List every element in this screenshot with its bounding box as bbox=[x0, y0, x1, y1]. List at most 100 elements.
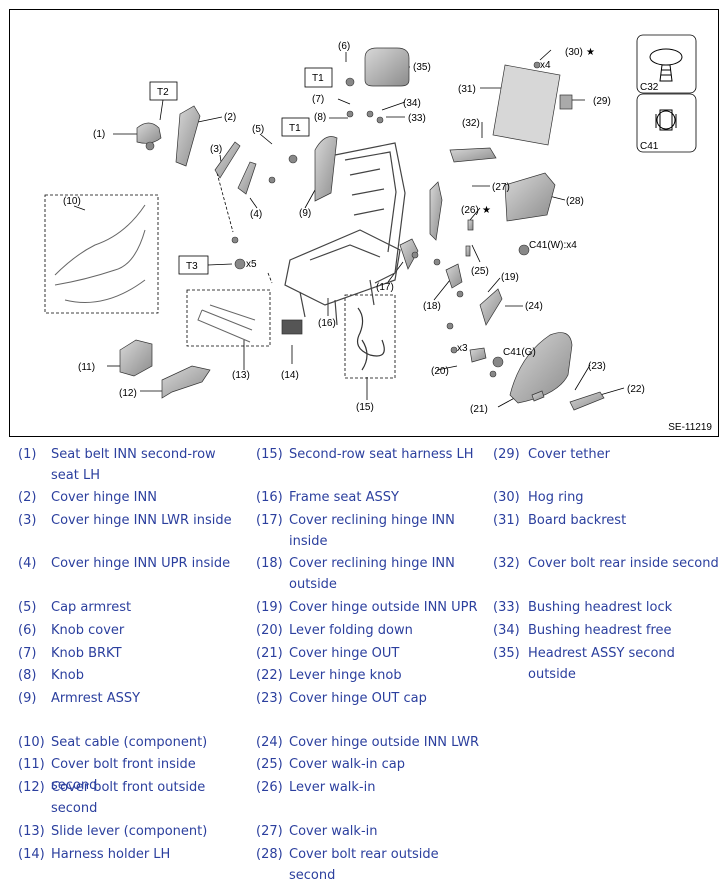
legend-item-text: Cover hinge outside INN UPR bbox=[289, 600, 478, 615]
legend-item-number: (11) bbox=[18, 757, 45, 772]
callout-23: (23) bbox=[588, 361, 606, 372]
seat-cable-sketch bbox=[54, 204, 146, 303]
legend-item-number: (13) bbox=[18, 824, 45, 839]
legend-item-text: Cover hinge OUT cap bbox=[289, 691, 427, 706]
callout-17: (17) bbox=[376, 282, 394, 293]
callout-10: (10) bbox=[63, 196, 81, 207]
note-bolt-qty-x5: x5 bbox=[246, 259, 257, 270]
legend-item-text: Knob BRKT bbox=[51, 646, 122, 661]
legend-item-text: Cover hinge OUT bbox=[289, 646, 400, 661]
torque-tag-t1-armrest: T1 bbox=[289, 123, 301, 134]
callout-16: (16) bbox=[318, 318, 336, 329]
callout-2: (2) bbox=[224, 112, 236, 123]
legend-item-number: (26) bbox=[256, 780, 283, 795]
legend-item-text: Cover reclining hinge INN outside bbox=[289, 556, 455, 592]
legend-item-text: Headrest ASSY second outside bbox=[528, 646, 675, 682]
legend-item-text: Cover hinge INN bbox=[51, 490, 157, 505]
legend-item-text: Cover bolt rear outside second bbox=[289, 847, 439, 883]
note-clip-c41w: C41(W):x4 bbox=[529, 240, 577, 251]
legend-item-text: Cap armrest bbox=[51, 600, 132, 615]
torque-tag-t3: T3 bbox=[186, 261, 198, 272]
legend-item-text: Slide lever (component) bbox=[51, 824, 208, 839]
legend-item-text: Lever folding down bbox=[289, 623, 413, 638]
callout-24: (24) bbox=[525, 301, 543, 312]
legend-item-number: (9) bbox=[18, 691, 37, 706]
legend-item-number: (25) bbox=[256, 757, 283, 772]
exploded-diagram: (1) (2) (3) (4) (5) (6) (7) (8) (9) (10)… bbox=[9, 9, 719, 437]
legend-item-number: (1) bbox=[18, 447, 37, 462]
legend-item-number: (19) bbox=[256, 600, 283, 615]
callout-5: (5) bbox=[252, 124, 264, 135]
legend-item-text: Cover bolt front inside second bbox=[51, 757, 196, 793]
legend-item-text: Board backrest bbox=[528, 513, 627, 528]
torque-tag-t1-top: T1 bbox=[312, 73, 324, 84]
legend-item-text: Knob cover bbox=[51, 623, 125, 638]
callout-26: (26) bbox=[461, 205, 479, 216]
legend-item-text: Cover hinge outside INN LWR bbox=[289, 735, 480, 750]
callout-32: (32) bbox=[462, 118, 480, 129]
legend-item-number: (30) bbox=[493, 490, 520, 505]
legend-item-text: Cover reclining hinge INN inside bbox=[289, 513, 455, 549]
legend-item-number: (14) bbox=[18, 847, 45, 862]
legend-item-number: (15) bbox=[256, 447, 283, 462]
legend-item-text: Lever walk-in bbox=[289, 780, 376, 795]
legend-item-number: (29) bbox=[493, 447, 520, 462]
legend-item-text: Cover walk-in cap bbox=[289, 757, 405, 772]
legend-item-text: Bushing headrest lock bbox=[528, 600, 673, 615]
clip-c41-icon bbox=[655, 109, 677, 131]
callout-18: (18) bbox=[423, 301, 441, 312]
legend-item-number: (23) bbox=[256, 691, 283, 706]
callout-29: (29) bbox=[593, 96, 611, 107]
callout-1: (1) bbox=[93, 129, 105, 140]
diagram-canvas: (1) (2) (3) (4) (5) (6) (7) (8) (9) (10)… bbox=[44, 34, 697, 415]
legend-item-number: (21) bbox=[256, 646, 283, 661]
legend-item-text: Cover bolt front outside second bbox=[51, 780, 206, 816]
note-bolt-qty-x3: x3 bbox=[457, 343, 468, 354]
legend-item-text: Seat belt INN second-row seat LH bbox=[51, 447, 216, 483]
callout-22: (22) bbox=[627, 384, 645, 395]
legend-item-number: (35) bbox=[493, 646, 520, 661]
callout-31: (31) bbox=[458, 84, 476, 95]
torque-tag-t2: T2 bbox=[157, 87, 169, 98]
legend-item-number: (32) bbox=[493, 556, 520, 571]
clip-c32-icon bbox=[649, 48, 683, 82]
callout-15: (15) bbox=[356, 402, 374, 413]
callout-14: (14) bbox=[281, 370, 299, 381]
callout-33: (33) bbox=[408, 113, 426, 124]
legend-item-text: Hog ring bbox=[528, 490, 584, 505]
legend-item-text: Seat cable (component) bbox=[51, 735, 208, 750]
legend-item-text: Lever hinge knob bbox=[289, 668, 402, 683]
callout-3: (3) bbox=[210, 144, 222, 155]
callout-34: (34) bbox=[403, 98, 421, 109]
callout-35: (35) bbox=[413, 62, 431, 73]
legend-item-text: Frame seat ASSY bbox=[289, 490, 399, 505]
callout-20: (20) bbox=[431, 366, 449, 377]
legend-item-number: (5) bbox=[18, 600, 37, 615]
legend-item-number: (6) bbox=[18, 623, 37, 638]
legend-item-number: (4) bbox=[18, 556, 37, 571]
legend-item-number: (10) bbox=[18, 735, 45, 750]
callout-9: (9) bbox=[299, 208, 311, 219]
clip-c32-label: C32 bbox=[640, 82, 659, 93]
legend-item-number: (7) bbox=[18, 646, 37, 661]
callout-11: (11) bbox=[78, 362, 95, 373]
callout-27: (27) bbox=[492, 182, 510, 193]
callout-28: (28) bbox=[566, 196, 584, 207]
legend-item-number: (12) bbox=[18, 780, 45, 795]
legend-item-text: Cover walk-in bbox=[289, 824, 378, 839]
legend-item-number: (17) bbox=[256, 513, 283, 528]
legend-item-text: Bushing headrest free bbox=[528, 623, 672, 638]
legend-item-number: (18) bbox=[256, 556, 283, 571]
legend-item-number: (22) bbox=[256, 668, 283, 683]
callout-4: (4) bbox=[250, 209, 262, 220]
legend-item-number: (33) bbox=[493, 600, 520, 615]
callout-25: (25) bbox=[471, 266, 489, 277]
callout-8: (8) bbox=[314, 112, 326, 123]
legend-item-number: (28) bbox=[256, 847, 283, 862]
legend-item-text: Cover hinge INN LWR inside bbox=[51, 513, 232, 528]
callout-30: (30) bbox=[565, 47, 583, 58]
callout-13: (13) bbox=[232, 370, 250, 381]
parts-legend: (1)Seat belt INN second-row seat LH(2)Co… bbox=[0, 440, 728, 883]
legend-item-number: (27) bbox=[256, 824, 283, 839]
star-icon-26: ★ bbox=[482, 205, 491, 216]
